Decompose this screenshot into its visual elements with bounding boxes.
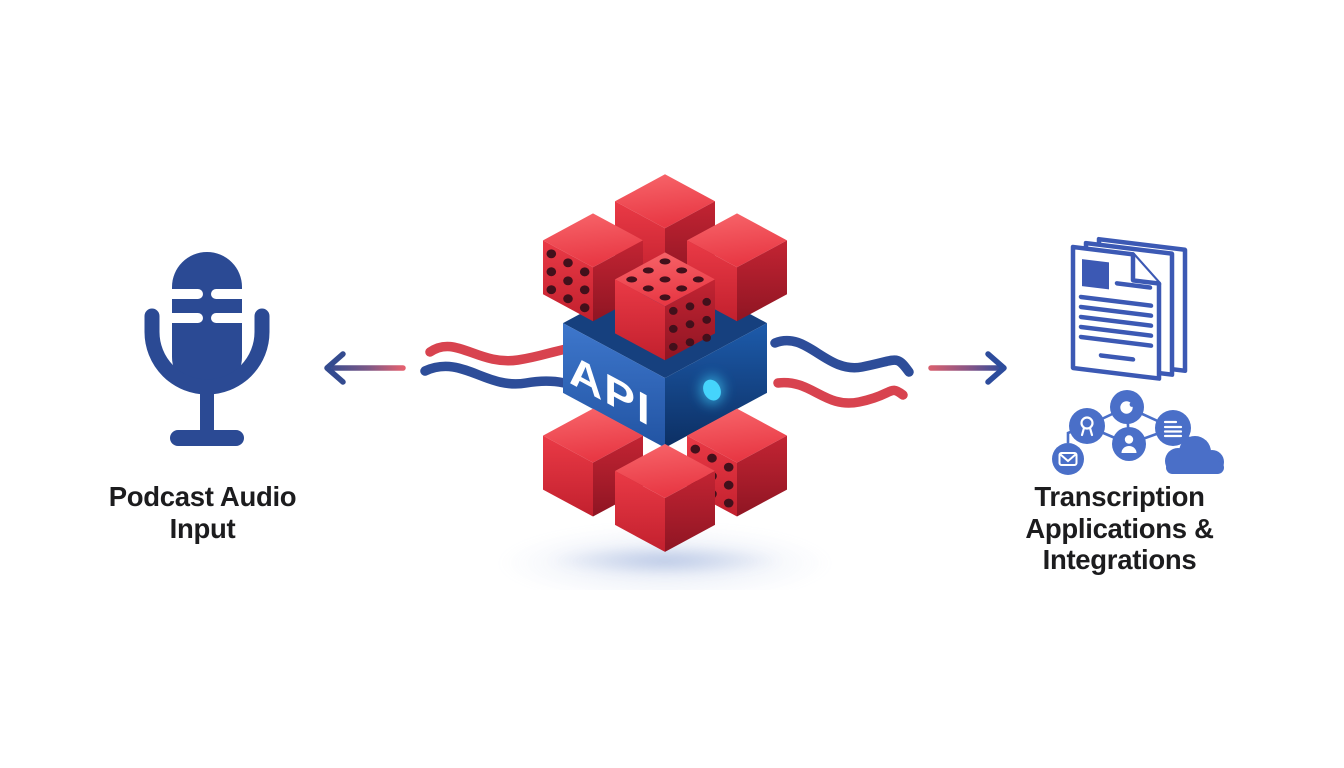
person-icon [1112, 427, 1146, 461]
data-waves-right [770, 336, 914, 408]
cube-dots [546, 249, 590, 313]
cube [615, 444, 715, 552]
mic-base [170, 430, 244, 446]
arrow-right-head-icon [985, 351, 1007, 385]
mic-slots [165, 289, 249, 323]
microphone-icon [144, 252, 270, 446]
arrow-left-head-icon [324, 351, 346, 385]
api-cube-cluster: API [497, 174, 833, 590]
api-flow-illustration: API [324, 174, 1007, 590]
api-to-integrations-arrow [928, 351, 1007, 385]
cloud-icon [1165, 436, 1224, 474]
page-image-block [1082, 259, 1109, 290]
mic-stem [200, 385, 214, 432]
api-to-input-arrow [324, 351, 406, 385]
wave-blue-right [770, 336, 914, 377]
award-user-icon [1069, 408, 1105, 444]
cluster-shadow-core [547, 544, 783, 577]
top-cubes [543, 174, 787, 361]
page-text-lines [1078, 281, 1154, 362]
network-nodes [1052, 390, 1224, 475]
transcription-applications-label: Transcription Applications & Integration… [1025, 481, 1214, 575]
documents-icon [1070, 236, 1188, 381]
cube-dots [626, 258, 711, 351]
wave-red-right [773, 377, 908, 408]
podcast-audio-input-label: Podcast Audio Input [108, 481, 297, 544]
cube [615, 252, 715, 361]
mail-icon [1052, 443, 1084, 475]
mic-capsule [172, 252, 242, 392]
list-icon [1155, 410, 1191, 446]
bottom-cubes [543, 408, 787, 552]
user-icon [1110, 390, 1144, 424]
integrations-network-icon [1052, 390, 1224, 475]
glow-dot [703, 379, 721, 401]
